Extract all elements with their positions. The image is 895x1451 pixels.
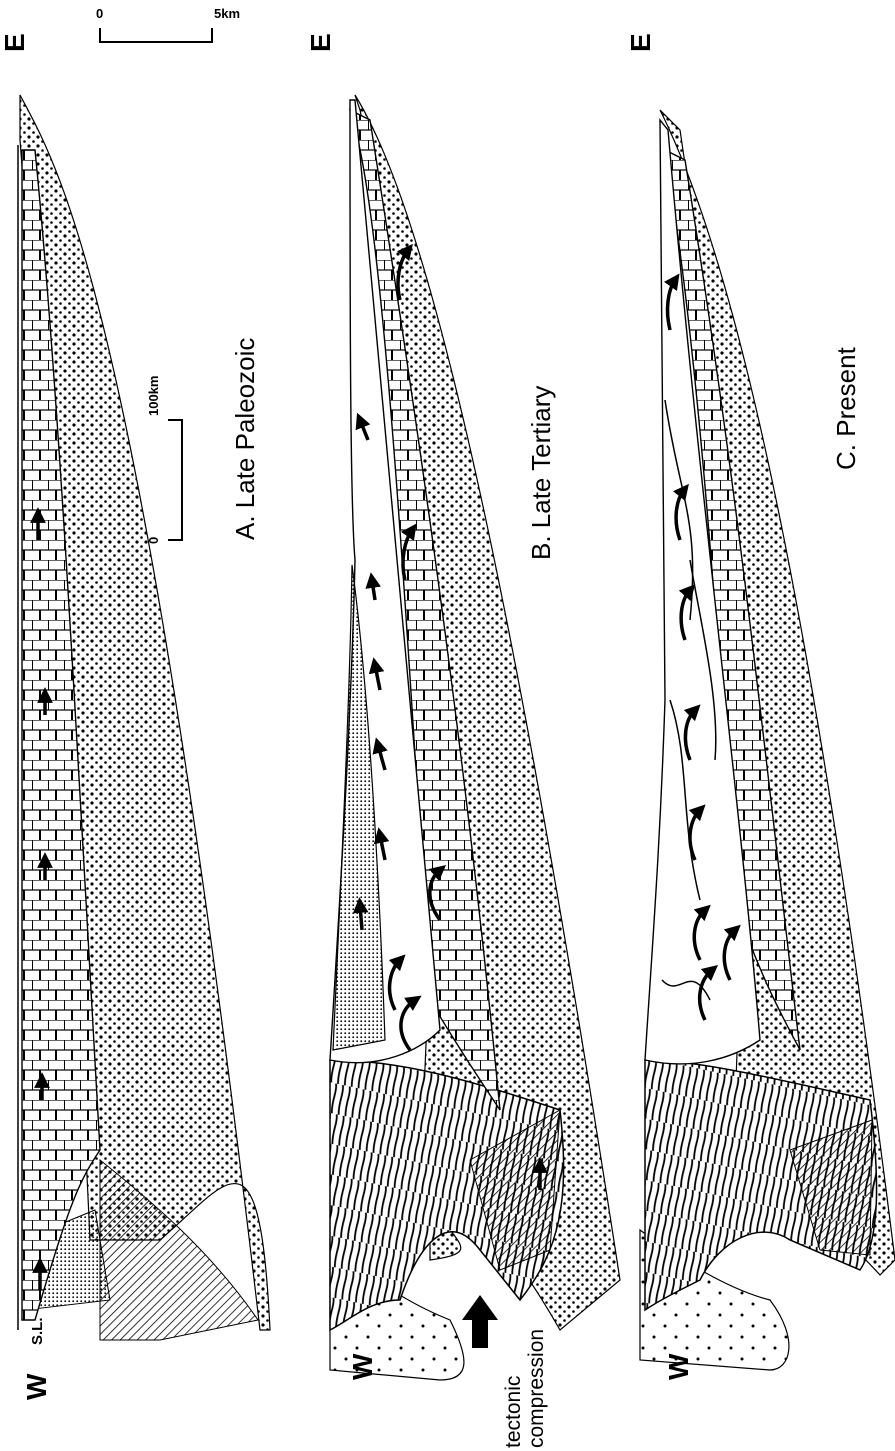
section-c-east-label: E (625, 33, 656, 52)
scale-100km-end: 100km (146, 376, 161, 416)
section-b: W E (305, 33, 620, 1380)
section-a: S.L. W E (0, 33, 270, 1400)
tectonic-compression-arrow (462, 1295, 498, 1348)
vertical-scale-bar: 0 5km (96, 6, 240, 42)
section-b-east-label: E (305, 33, 336, 52)
section-c-title: C. Present (831, 346, 861, 470)
scale-5km-start: 0 (96, 6, 103, 21)
section-b-west-label: W (347, 1353, 378, 1380)
section-c: W E (625, 33, 895, 1380)
section-b-title: B. Late Tertiary (526, 386, 556, 560)
section-a-title: A. Late Paleozoic (230, 338, 260, 540)
section-c-west-label: W (663, 1353, 694, 1380)
tectonic-label-line1: tectonic (502, 1376, 525, 1448)
section-a-west-label: W (21, 1373, 52, 1400)
tectonic-label-line2: compression (525, 1329, 548, 1448)
scale-5km-end: 5km (214, 6, 240, 21)
section-a-east-label: E (0, 33, 30, 52)
scale-100km-start: 0 (146, 537, 161, 544)
sea-level-label: S.L. (29, 1317, 46, 1345)
horizontal-scale-bar: 0 100km (146, 376, 182, 544)
